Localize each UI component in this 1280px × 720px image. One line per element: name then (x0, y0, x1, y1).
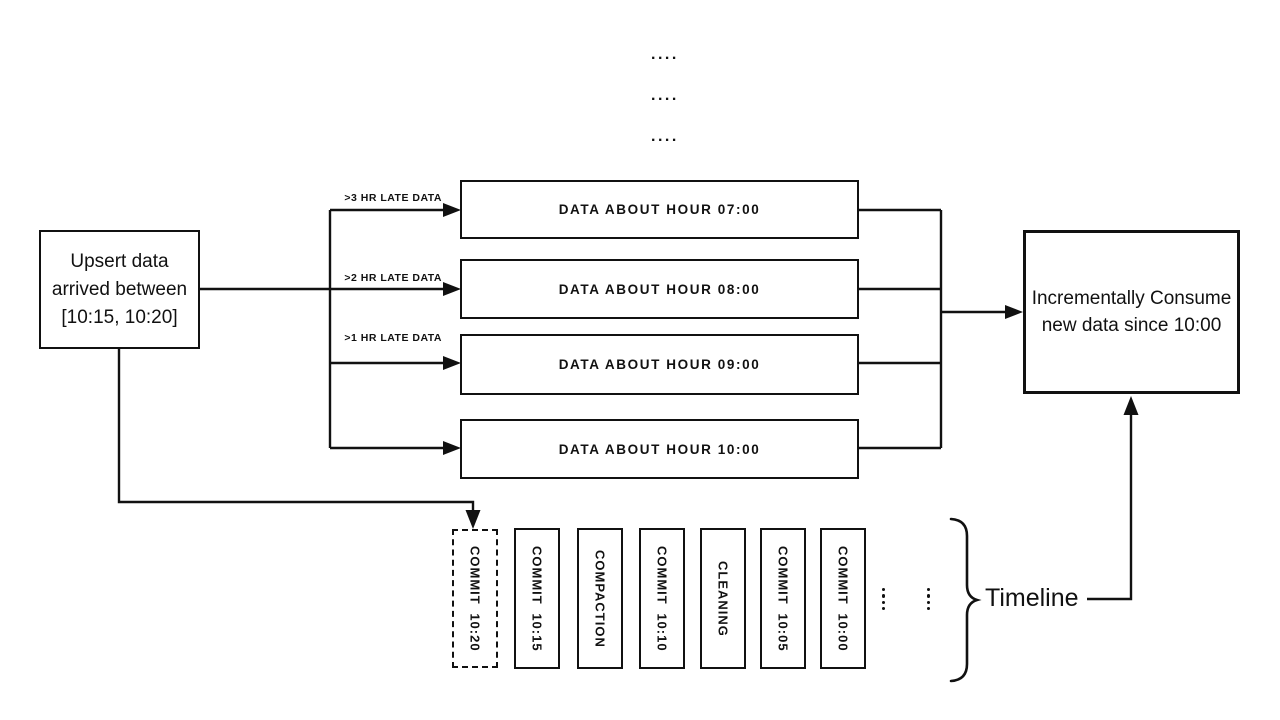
arrowhead-consumer-bottom (1123, 396, 1139, 415)
arrowhead-hour-09 (443, 356, 461, 370)
timeline-instant-commit-1010: COMMIT 10:10 (639, 528, 685, 669)
timeline-instant-commit-1005: COMMIT 10:05 (760, 528, 806, 669)
arrowhead-consume (1005, 305, 1023, 319)
upsert-source-box: Upsert data arrived between [10:15, 10:2… (39, 230, 200, 349)
branch-label-2hr-late: >2 HR LATE DATA (344, 272, 442, 284)
timeline-instant-commit-1015: COMMIT 10:15 (514, 528, 560, 669)
branch-label-1hr-late: >1 HR LATE DATA (344, 332, 442, 344)
timeline-instant-commit-1000: COMMIT 10:00 (820, 528, 866, 669)
incremental-consumer-line: Incrementally Consume (1031, 288, 1232, 309)
top-ellipsis-row: .... (651, 87, 679, 104)
arrowhead-commit-1020 (465, 510, 481, 529)
partition-box-hour-10: DATA ABOUT HOUR 10:00 (460, 419, 859, 479)
top-ellipsis-row: .... (651, 46, 679, 63)
timeline-instant-commit-1020: COMMIT 10:20 (452, 529, 498, 668)
timeline-to-consumer-line (1087, 414, 1133, 601)
incremental-consumer-line: new data since 10:00 (1041, 315, 1222, 336)
partition-box-hour-07: DATA ABOUT HOUR 07:00 (460, 180, 859, 239)
upsert-source-line: Upsert data (70, 250, 169, 272)
upsert-to-commit-line (117, 348, 475, 511)
upsert-source-line: [10:15, 10:20] (61, 306, 178, 328)
timeline-label: Timeline (985, 584, 1079, 612)
arrowhead-hour-10 (443, 441, 461, 455)
partition-label: DATA ABOUT HOUR 07:00 (558, 202, 761, 217)
vertical-ellipsis-icon (927, 588, 931, 611)
branch-label-3hr-late: >3 HR LATE DATA (344, 192, 442, 204)
arrowhead-hour-07 (443, 203, 461, 217)
partition-box-hour-09: DATA ABOUT HOUR 09:00 (460, 334, 859, 395)
timeline-instant-compaction: COMPACTION (577, 528, 623, 669)
timeline-instant-cleaning: CLEANING (700, 528, 746, 669)
partition-label: DATA ABOUT HOUR 08:00 (558, 281, 761, 297)
vertical-ellipsis-icon (882, 588, 886, 611)
timeline-brace-icon (949, 517, 982, 683)
upsert-source-line: arrived between (51, 278, 188, 300)
partition-label: DATA ABOUT HOUR 09:00 (558, 357, 761, 372)
partition-label: DATA ABOUT HOUR 10:00 (558, 441, 761, 457)
arrowhead-hour-08 (443, 282, 461, 296)
top-ellipsis-row: .... (651, 128, 679, 145)
partition-box-hour-08: DATA ABOUT HOUR 08:00 (460, 259, 859, 319)
incremental-consumer-box: Incrementally Consume new data since 10:… (1023, 230, 1240, 394)
